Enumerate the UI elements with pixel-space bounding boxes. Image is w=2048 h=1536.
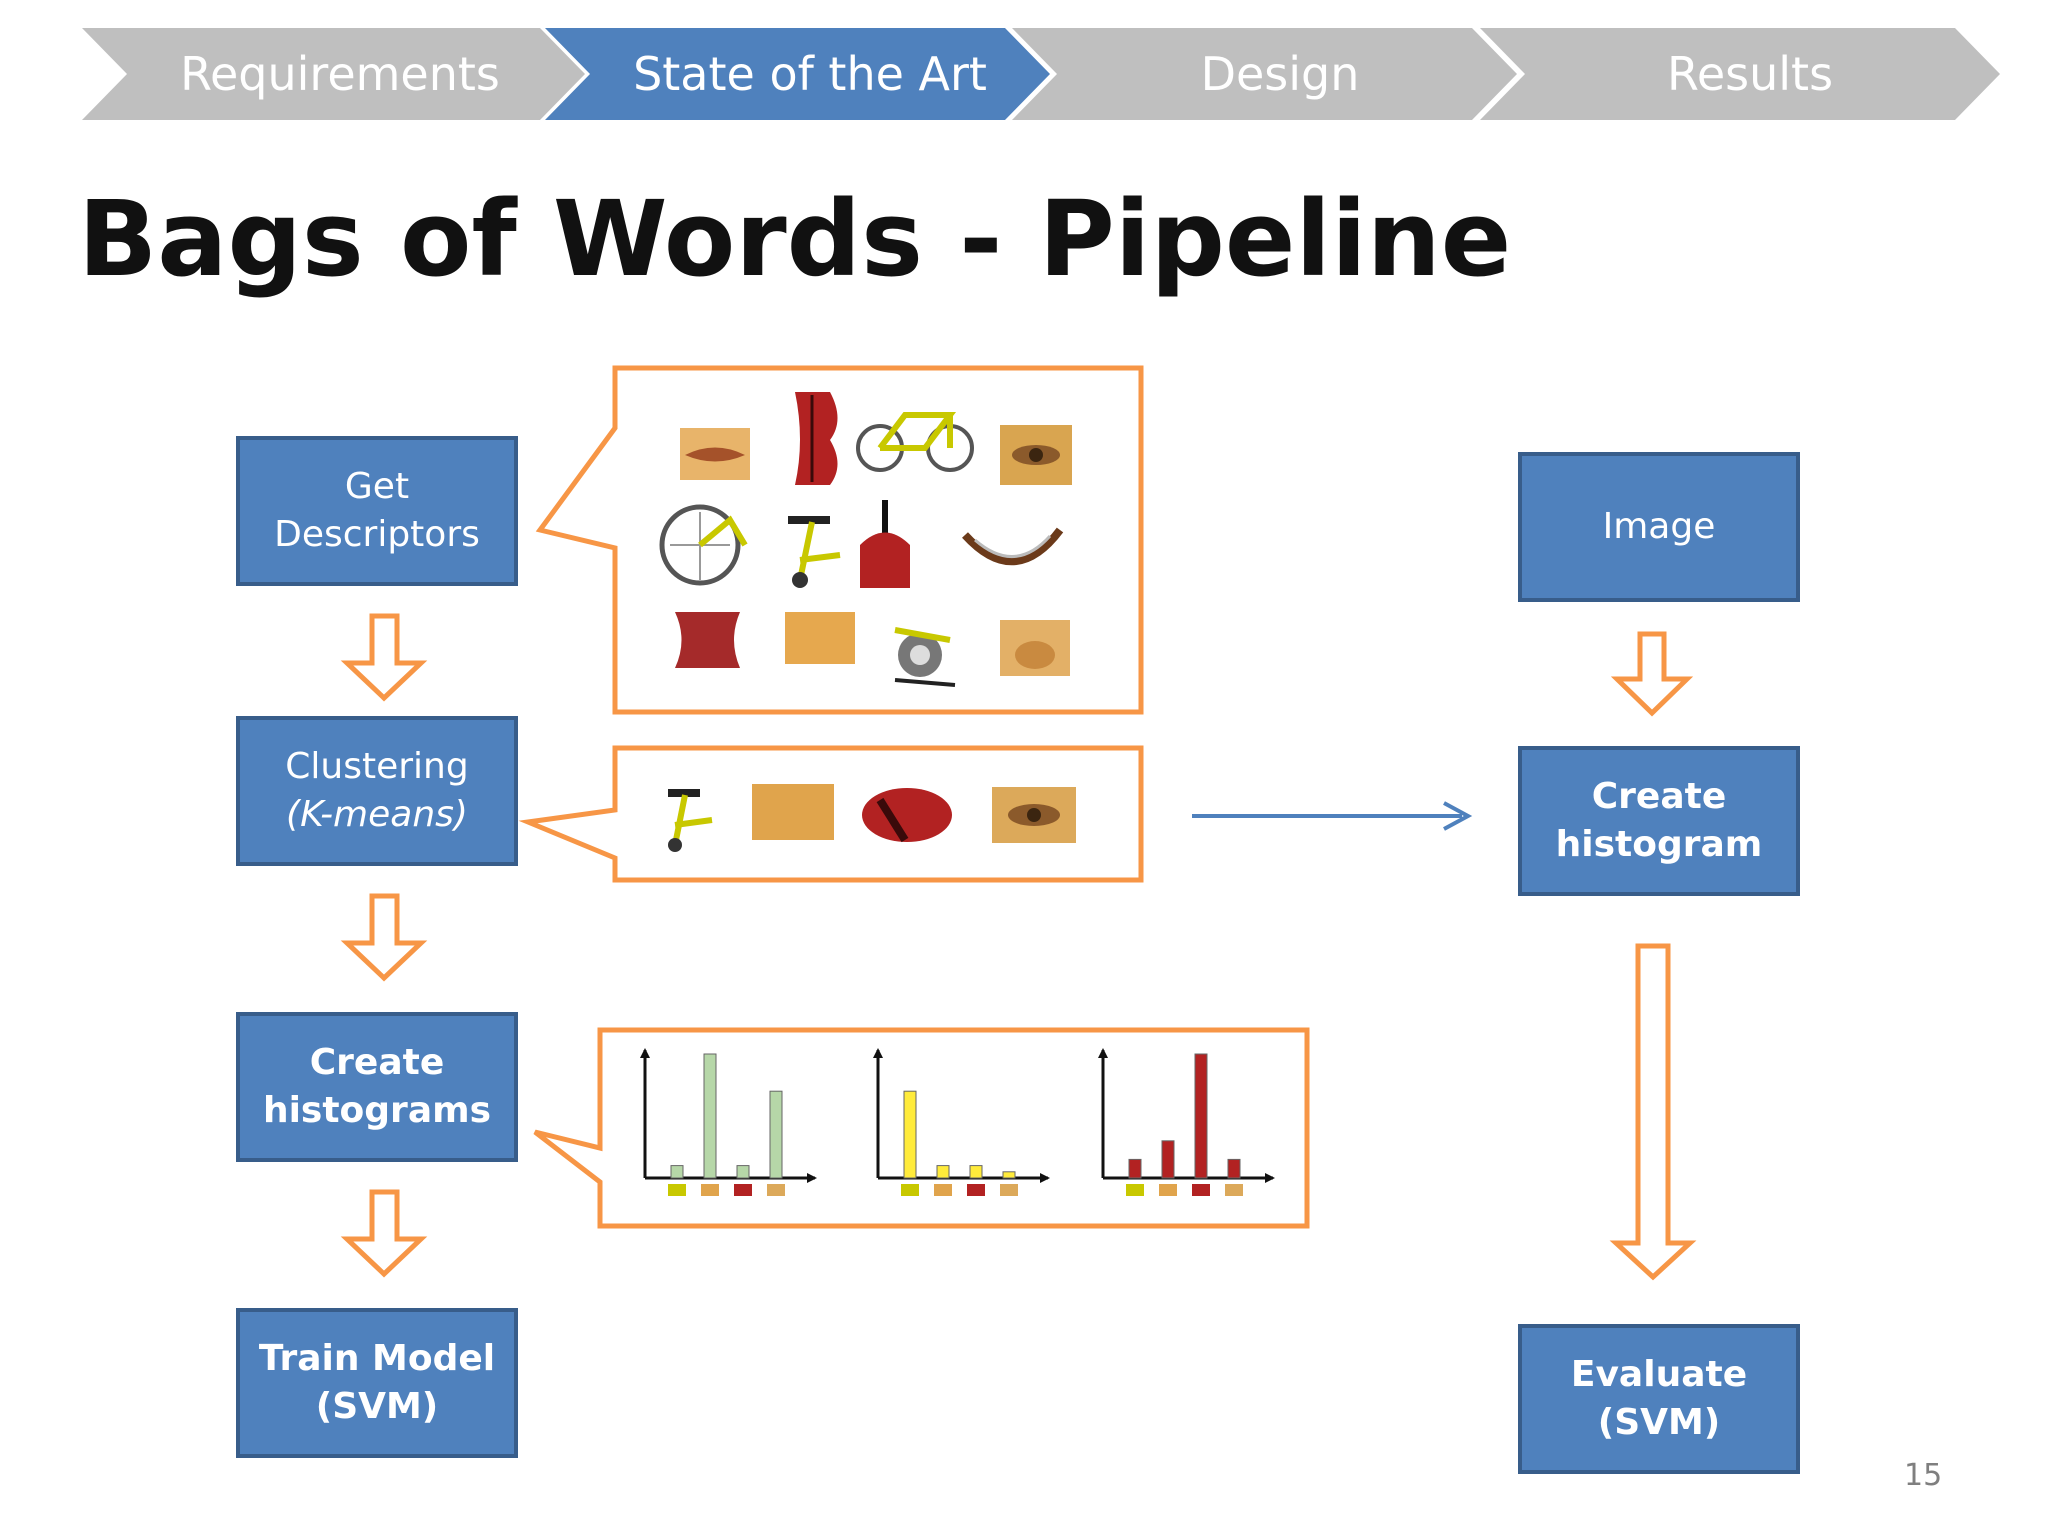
histogram-category-patch (934, 1184, 952, 1196)
evaluate-line-2: (SVM) (1597, 1402, 1721, 1443)
progress-label-design: Design (1200, 47, 1360, 101)
progress-step-requirements (82, 28, 585, 120)
histogram-x-arrowhead (807, 1173, 817, 1183)
evaluate-line-1: Evaluate (1570, 1354, 1748, 1395)
evaluate-step: Evaluate (SVM) (1518, 1324, 1800, 1474)
histogram-bar (936, 1165, 950, 1179)
histogram-bar (969, 1165, 983, 1179)
slide-title: Bags of Words - Pipeline (78, 178, 1512, 300)
get-descriptors-line-2: Descriptors (274, 514, 480, 555)
histogram-category-patch (668, 1184, 686, 1196)
histogram-y-arrowhead (1098, 1048, 1108, 1058)
histogram-thumbnails (640, 1048, 1275, 1196)
codeword-skin (752, 784, 834, 840)
progress-label-results: Results (1666, 47, 1834, 101)
create-histogram-step: Create histogram (1518, 746, 1800, 896)
histogram-bar (1227, 1158, 1241, 1179)
patch-bicycle-seat (788, 516, 841, 588)
codewords-callout (518, 745, 1144, 883)
histogram-category-patch (1126, 1184, 1144, 1196)
histogram-category-patch (901, 1184, 919, 1196)
histogram-x-arrowhead (1265, 1173, 1275, 1183)
histogram-bar (736, 1165, 750, 1179)
patch-eye (1000, 425, 1072, 485)
create-histogram-line-1: Create (1591, 776, 1727, 817)
patch-lips (680, 428, 750, 480)
descriptors-callout (535, 365, 1144, 715)
patch-bicycle-wheel (659, 504, 748, 586)
histogram-bar (703, 1053, 717, 1179)
histogram-category-patch (701, 1184, 719, 1196)
train-model-line-2: (SVM) (315, 1386, 439, 1427)
codebook-to-histogram-arrow (1192, 801, 1473, 831)
histogram-category-patch (1225, 1184, 1243, 1196)
codeword-violin (862, 788, 952, 843)
patch-violin-body (795, 392, 838, 485)
patch-violin-body-2 (675, 612, 740, 668)
histogram-thumbnail (640, 1048, 817, 1196)
histogram-bar (903, 1090, 917, 1179)
progress-label-requirements: Requirements (180, 47, 500, 101)
histogram-category-patch (1000, 1184, 1018, 1196)
image-step: Image (1518, 452, 1800, 602)
down-arrow-5 (1609, 943, 1697, 1281)
create-histograms-step: Create histograms (236, 1012, 518, 1162)
patch-bicycle-pedal (894, 627, 956, 687)
down-arrow-2 (340, 893, 428, 982)
codeword-bicycle-seat (668, 789, 713, 852)
histogram-thumbnail (1098, 1048, 1275, 1196)
progress-label-state-of-the-art: State of the Art (633, 47, 987, 101)
histogram-category-patch (1192, 1184, 1210, 1196)
train-model-step: Train Model (SVM) (236, 1308, 518, 1458)
patch-nose (1000, 620, 1070, 676)
histogram-category-patch (1159, 1184, 1177, 1196)
create-histogram-line-2: histogram (1555, 824, 1763, 865)
histogram-x-arrowhead (1040, 1173, 1050, 1183)
patch-skin (785, 612, 855, 664)
histogram-category-patch (734, 1184, 752, 1196)
histogram-y-arrowhead (873, 1048, 883, 1058)
histogram-bar (1128, 1158, 1142, 1179)
get-descriptors-step: Get Descriptors (236, 436, 518, 586)
patch-bicycle-frame (856, 412, 974, 472)
down-arrow-4 (1610, 631, 1694, 717)
histogram-bar (1194, 1053, 1208, 1179)
histogram-bar (1161, 1140, 1175, 1179)
down-arrow-3 (340, 1189, 428, 1278)
codeword-eye (992, 787, 1076, 843)
page-number: 15 (1904, 1458, 1943, 1493)
histogram-bar (670, 1165, 684, 1179)
progress-step-results (1480, 28, 2000, 120)
create-histograms-line-2: histograms (262, 1090, 492, 1131)
patch-violin-neck (860, 500, 910, 588)
histogram-y-arrowhead (640, 1048, 650, 1058)
create-histograms-line-1: Create (309, 1042, 445, 1083)
progress-step-state-of-the-art (545, 28, 1050, 120)
patch-wheel-arc (962, 527, 1064, 566)
histogram-thumbnail (873, 1048, 1050, 1196)
histogram-category-patch (767, 1184, 785, 1196)
clustering-line-2: (K-means) (286, 794, 468, 835)
image-label: Image (1602, 506, 1716, 547)
histogram-category-patch (967, 1184, 985, 1196)
histogram-bar (769, 1090, 783, 1179)
progress-step-design (1012, 28, 1517, 120)
clustering-line-1: Clustering (285, 746, 469, 787)
train-model-line-1: Train Model (258, 1338, 496, 1379)
clustering-step: Clustering (K-means) (236, 716, 518, 866)
histograms-callout (533, 1027, 1310, 1229)
get-descriptors-line-1: Get (344, 466, 410, 507)
histogram-bar (1002, 1171, 1016, 1179)
progress-bar (82, 28, 2000, 120)
down-arrow-1 (340, 613, 428, 702)
